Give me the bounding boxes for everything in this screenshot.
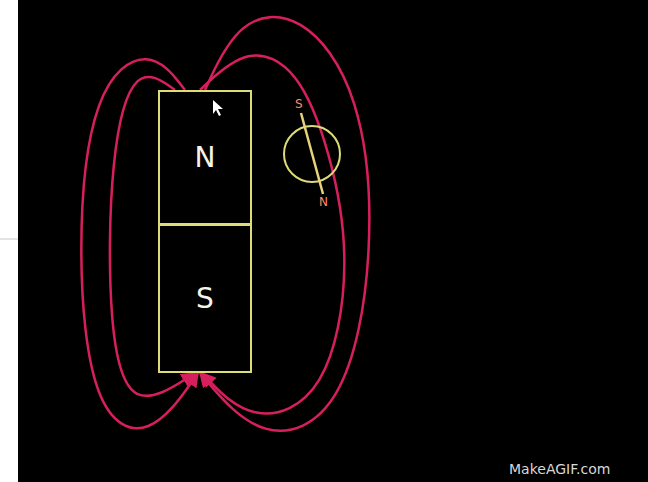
- compass-outline: [281, 96, 343, 212]
- needle-pole-letter: N: [319, 196, 328, 208]
- compass: SN: [281, 96, 343, 212]
- compass-needle: [301, 113, 323, 194]
- mouse-cursor: [213, 100, 223, 116]
- black-ground: [18, 0, 648, 482]
- margin-mark: [0, 239, 18, 240]
- field-line: [110, 77, 195, 396]
- field-line: [200, 55, 344, 413]
- north-pole-box: N: [158, 90, 252, 225]
- pole-letter: N: [195, 141, 216, 174]
- watermark: MakeAGIF.com: [509, 461, 610, 477]
- south-pole-box: S: [158, 224, 252, 373]
- needle-pole-letter: S: [295, 98, 303, 110]
- pole-letter: S: [196, 282, 214, 315]
